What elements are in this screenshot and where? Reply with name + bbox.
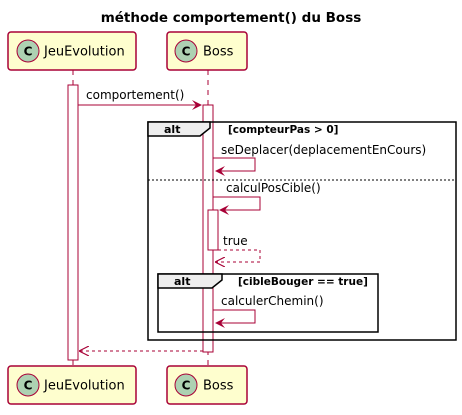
class-glyph: C — [182, 379, 191, 393]
class-glyph: C — [24, 379, 33, 393]
participant-label-boss: Boss — [203, 379, 234, 394]
activation-bar-jeuevolution — [67, 84, 79, 361]
self-message-arrow-calculposcible — [213, 196, 261, 215]
participant-label-jeuevolution: JeuEvolution — [43, 379, 125, 394]
activation-bar-boss-nested — [207, 209, 219, 251]
alt-fragment-outer: alt [compteurPas > 0] — [147, 121, 457, 341]
class-icon — [174, 373, 198, 397]
alt-operator-inner: alt — [174, 275, 190, 288]
class-glyph: C — [24, 45, 33, 59]
message-label-sedeplacer: seDeplacer(deplacementEnCours) — [221, 143, 426, 157]
participant-boss-top: C Boss — [166, 31, 248, 71]
message-label-comportement: comportement() — [86, 88, 184, 102]
participant-label-boss: Boss — [203, 45, 234, 60]
message-label-true: true — [223, 234, 248, 248]
alt-guard-inner: [cibleBouger == true] — [238, 276, 368, 288]
alt-operator-outer: alt — [164, 123, 180, 136]
self-message-arrow-sedeplacer — [213, 157, 256, 176]
participant-jeuevolution-top: C JeuEvolution — [7, 31, 137, 71]
participant-boss-bottom: C Boss — [166, 365, 248, 405]
class-icon — [16, 39, 40, 63]
alt-guard-outer: [compteurPas > 0] — [228, 124, 338, 136]
class-glyph: C — [182, 45, 191, 59]
alt-fragment-inner: alt [cibleBouger == true] — [157, 273, 379, 333]
return-arrow-true — [216, 249, 261, 262]
message-label-calculposcible: calculPosCible() — [226, 181, 321, 195]
diagram-title: méthode comportement() du Boss — [101, 10, 362, 26]
message-label-calculerchemin: calculerChemin() — [221, 294, 324, 308]
class-icon — [16, 373, 40, 397]
class-icon — [174, 39, 198, 63]
participant-label-jeuevolution: JeuEvolution — [43, 45, 125, 60]
participant-jeuevolution-bottom: C JeuEvolution — [7, 365, 137, 405]
self-message-arrow-calculerchemin — [213, 309, 256, 328]
